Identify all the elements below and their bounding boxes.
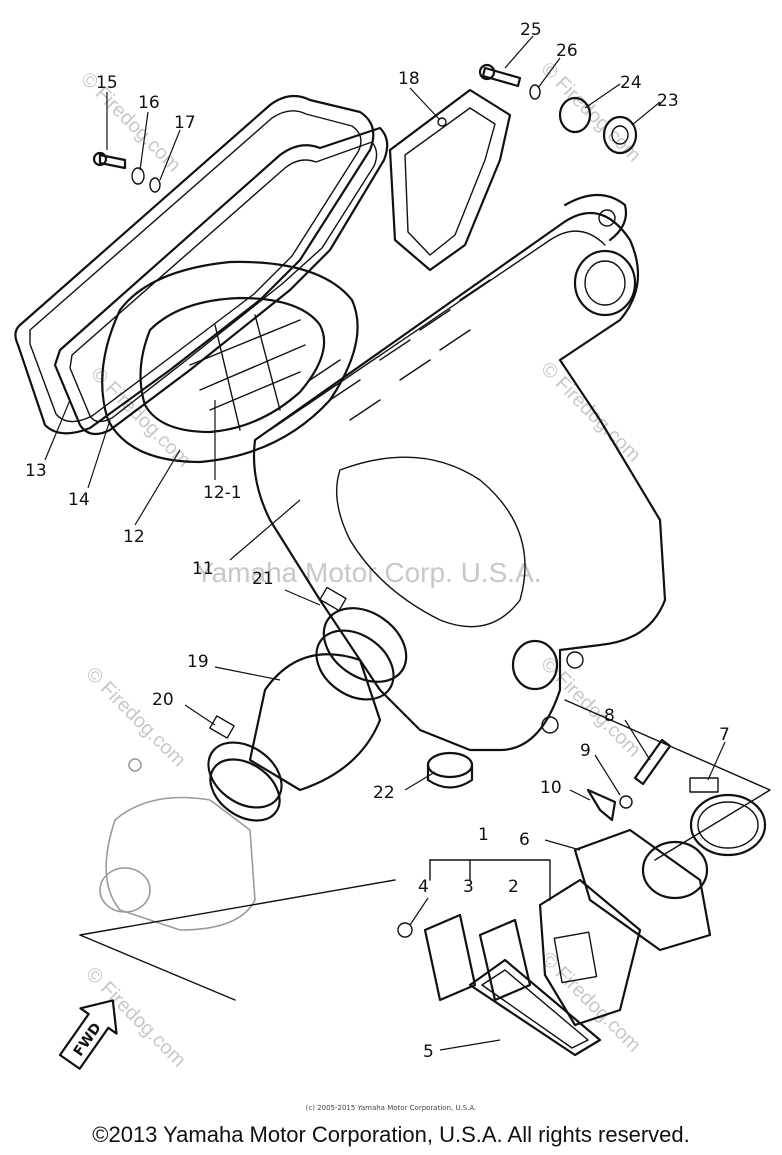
- filter-lid: [388, 88, 512, 272]
- section-outlines: [79, 699, 771, 1001]
- callout-22: 22: [373, 783, 395, 803]
- callout-19: 19: [187, 652, 209, 672]
- watermark-layer: © Firedog.com © Firedog.com © Firedog.co…: [76, 58, 645, 1072]
- carburetor-ghost: [99, 758, 256, 931]
- watermark-firedog: © Firedog.com: [536, 358, 645, 467]
- callout-14: 14: [68, 490, 90, 510]
- small-hardware: [92, 63, 638, 789]
- joint-boot: [207, 586, 408, 822]
- callout-8: 8: [604, 706, 615, 726]
- footer-copyright: ©2013 Yamaha Motor Corporation, U.S.A. A…: [92, 1122, 690, 1147]
- callout-2: 2: [508, 877, 519, 897]
- callout-21: 21: [252, 569, 274, 589]
- clamps-and-bracket: [586, 738, 767, 857]
- air-box-body: [252, 194, 667, 752]
- callout-5: 5: [423, 1042, 434, 1062]
- callout-24: 24: [620, 73, 642, 93]
- watermark-center: Yamaha Motor Corp. U.S.A.: [195, 557, 542, 588]
- callout-9: 9: [580, 741, 591, 761]
- callout-16: 16: [138, 93, 160, 113]
- air-cleaner-frames: [14, 94, 389, 436]
- callout-26: 26: [556, 41, 578, 61]
- footer-small-copyright: (c) 2005-2015 Yamaha Motor Corporation, …: [305, 1104, 477, 1112]
- callout-6: 6: [519, 830, 530, 850]
- callout-4: 4: [418, 877, 429, 897]
- callout-11: 11: [192, 559, 214, 579]
- callout-23: 23: [657, 91, 679, 111]
- callout-labels: 1 2 3 4 5 6 7 8 9 10 11 12 12-1 13 14 15…: [25, 20, 730, 1062]
- callout-3: 3: [463, 877, 474, 897]
- callout-15: 15: [96, 73, 118, 93]
- callout-12-1: 12-1: [203, 483, 242, 503]
- callout-25: 25: [520, 20, 542, 40]
- callout-20: 20: [152, 690, 174, 710]
- callout-1: 1: [478, 825, 489, 845]
- watermark-firedog: © Firedog.com: [81, 663, 190, 772]
- callout-12: 12: [123, 527, 145, 547]
- leader-lines: [44, 35, 726, 1051]
- callout-10: 10: [540, 778, 562, 798]
- callout-17: 17: [174, 113, 196, 133]
- callout-7: 7: [719, 725, 730, 745]
- reed-valve-assembly: [397, 828, 712, 1057]
- watermark-firedog: © Firedog.com: [81, 963, 190, 1072]
- callout-13: 13: [25, 461, 47, 481]
- callout-18: 18: [398, 69, 420, 89]
- watermark-firedog: © Firedog.com: [76, 68, 185, 177]
